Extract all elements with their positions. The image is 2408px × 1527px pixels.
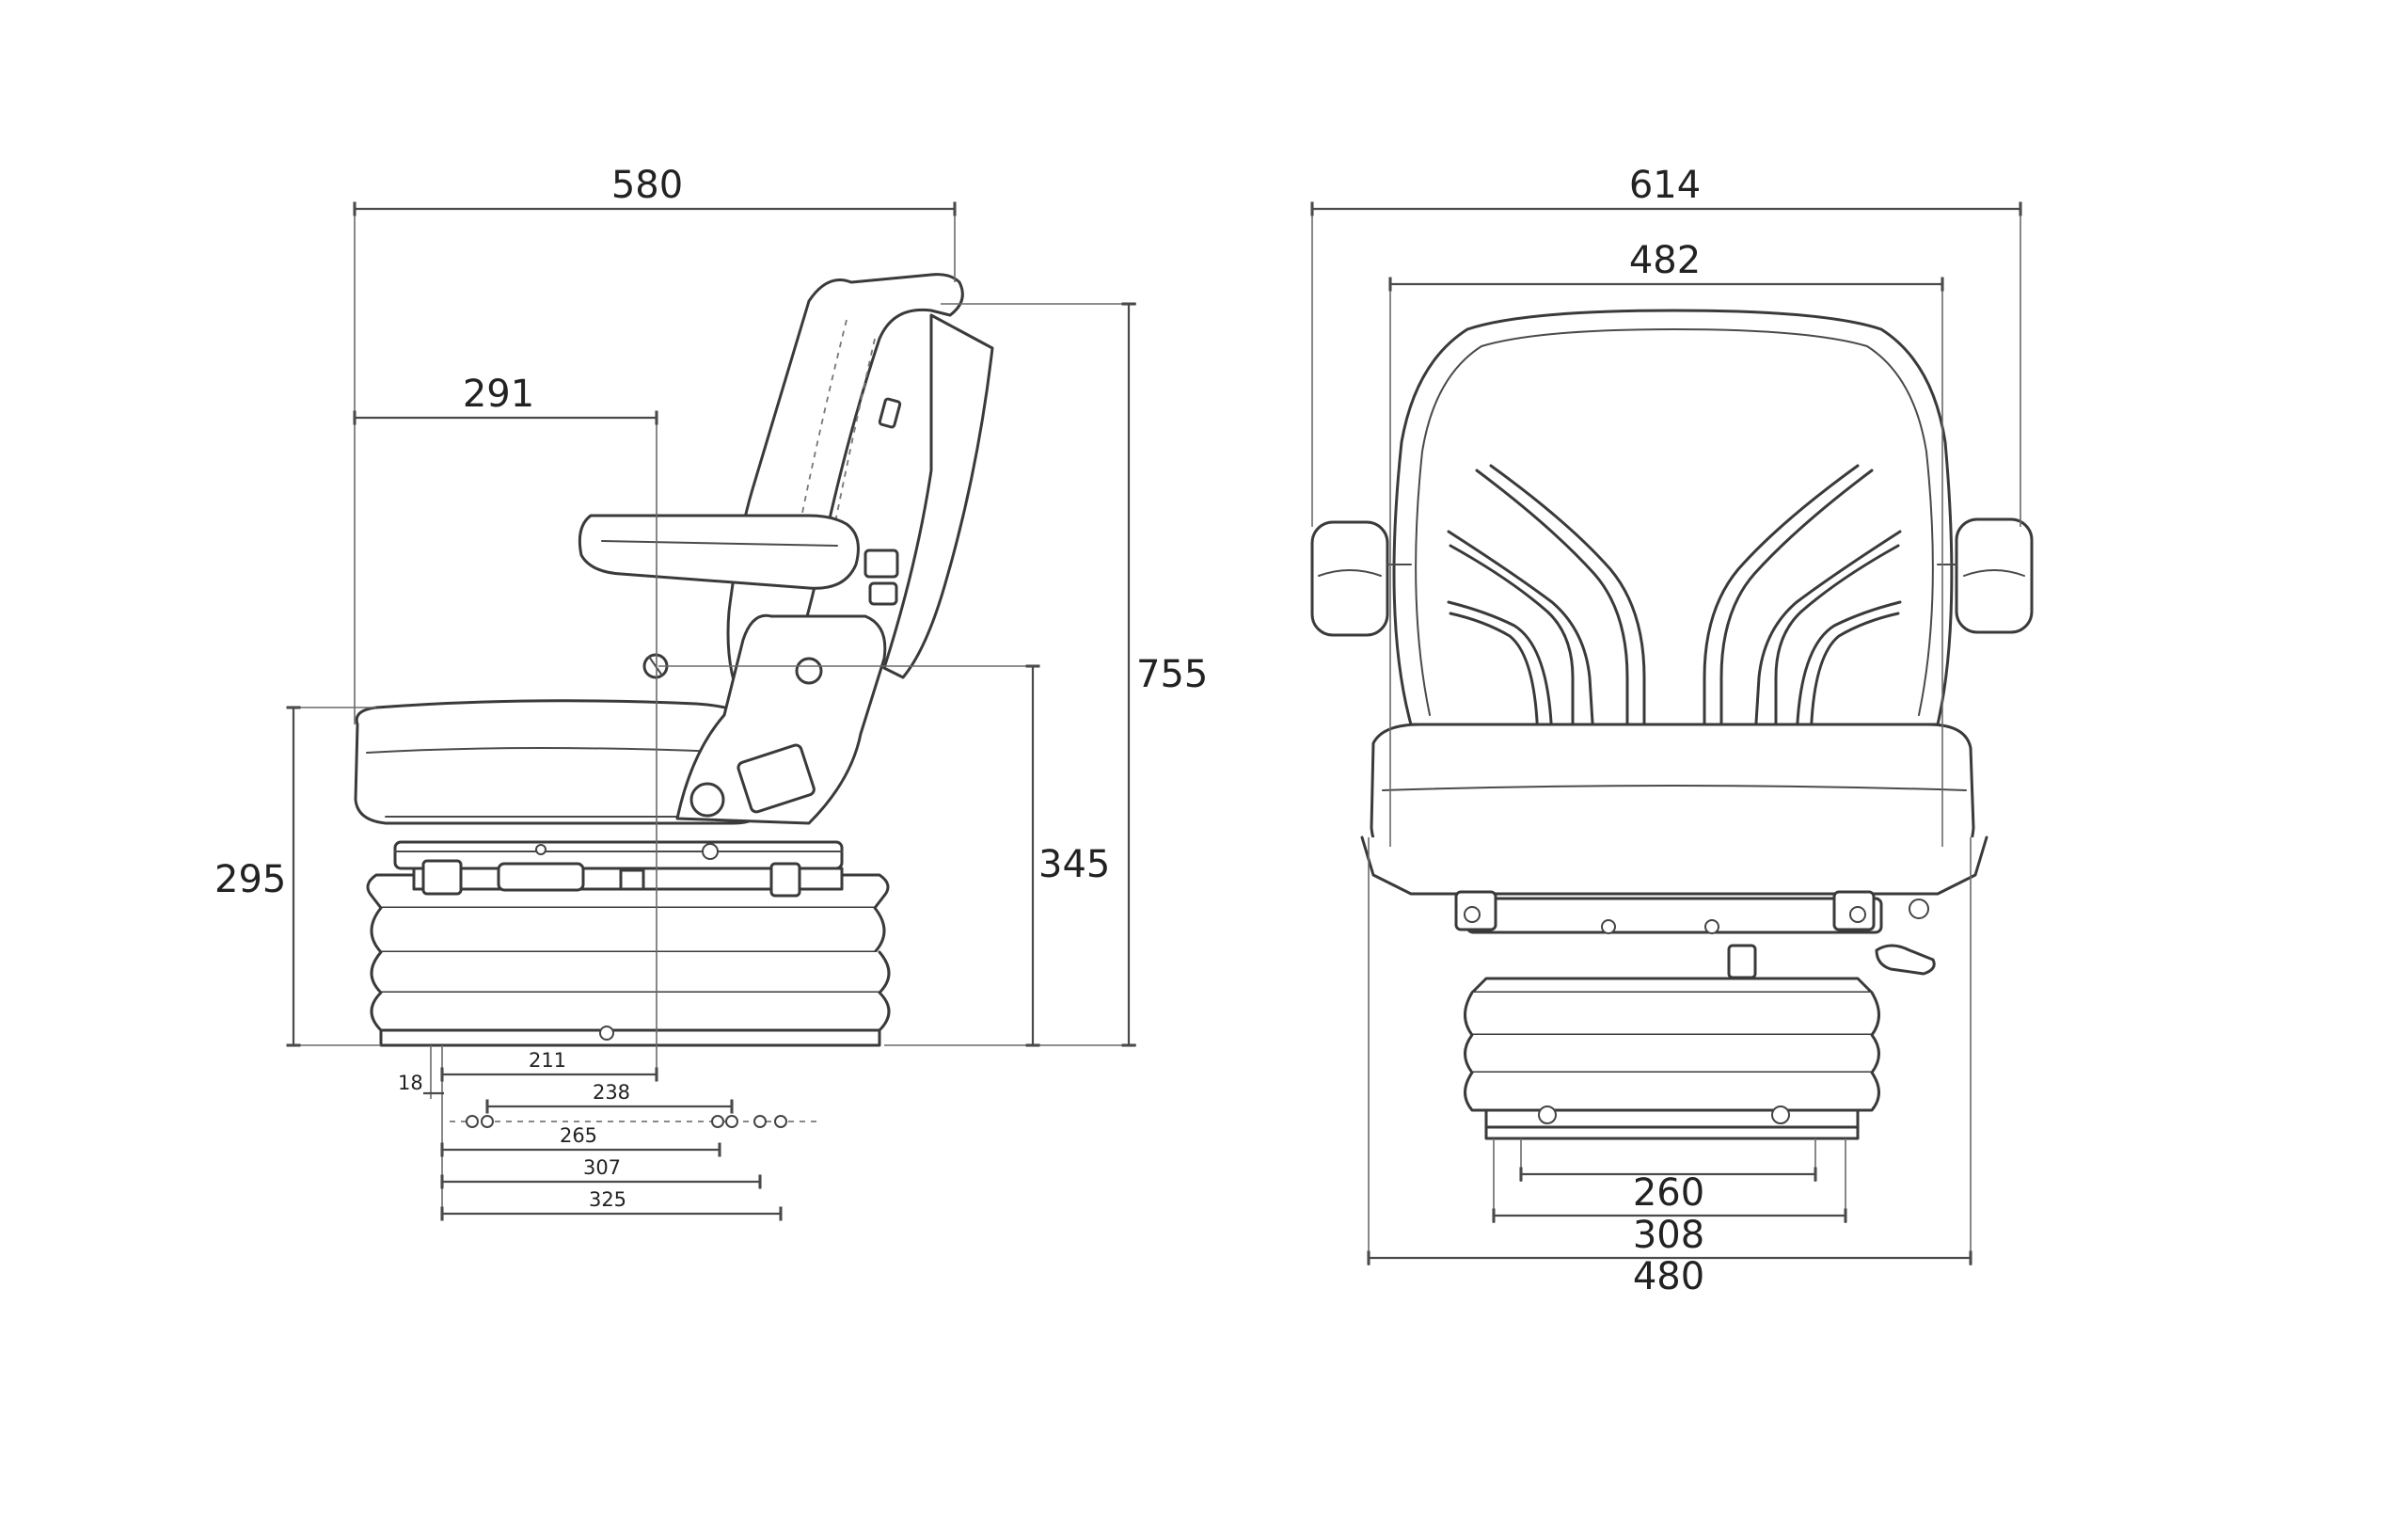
dim-18-label: 18 [398, 1072, 423, 1094]
dim-308: 308 [1492, 1138, 1847, 1257]
dim-307-label: 307 [583, 1156, 621, 1179]
dim-580: 580 [353, 164, 957, 724]
dim-295: 295 [214, 706, 381, 1047]
dim-755: 755 [884, 302, 1208, 1047]
dim-308-label: 308 [1633, 1214, 1704, 1257]
front-backrest [1392, 309, 1954, 755]
dim-614: 614 [1310, 164, 2022, 527]
side-rail-mechanism [393, 840, 844, 898]
dim-614-label: 614 [1629, 164, 1701, 207]
dim-291: 291 [353, 373, 658, 1080]
dim-480: 480 [1367, 837, 1972, 1298]
side-armrest [578, 514, 860, 590]
side-pivot-bracket [642, 613, 887, 825]
dim-211-label: 211 [529, 1049, 566, 1072]
dim-260-label: 260 [1633, 1171, 1704, 1215]
dim-345-label: 345 [1038, 843, 1110, 886]
side-seat-cushion [354, 699, 764, 825]
rail-dimensions: 211 18 238 265 307 325 [398, 1045, 818, 1221]
dim-238-label: 238 [593, 1081, 630, 1104]
dim-482-label: 482 [1629, 239, 1701, 282]
dim-295-label: 295 [214, 858, 286, 901]
dim-291-label: 291 [463, 373, 534, 416]
front-view: 614 482 260 308 480 [1310, 164, 2034, 1298]
side-bellows [366, 873, 891, 1047]
front-slider-frame [1454, 890, 1936, 979]
dim-260: 260 [1519, 1138, 1817, 1215]
dim-482: 482 [1388, 239, 1944, 847]
dim-580-label: 580 [611, 164, 683, 207]
front-bellows [1464, 977, 1880, 1140]
front-armrest-left [1310, 520, 1412, 637]
side-view: 580 291 755 345 295 [214, 164, 1208, 1221]
dim-480-label: 480 [1633, 1255, 1704, 1298]
dim-265-label: 265 [560, 1124, 597, 1147]
dim-755-label: 755 [1136, 653, 1208, 696]
front-seat-cushion [1360, 723, 1988, 896]
front-armrest-right [1937, 517, 2034, 634]
dim-325-label: 325 [589, 1188, 626, 1211]
dim-345: 345 [658, 664, 1110, 1047]
